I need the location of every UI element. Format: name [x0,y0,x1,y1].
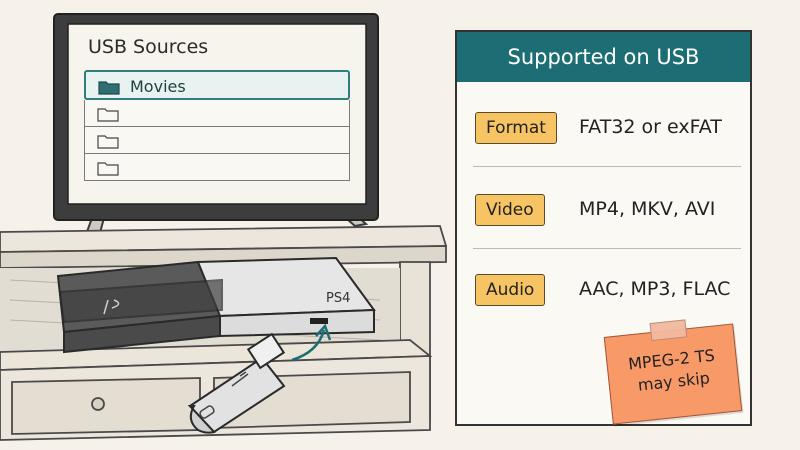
spec-tag: Audio [475,274,546,306]
tape [649,319,688,342]
spec-tag: Video [475,194,545,226]
spec-value: MP4, MKV, AVI [579,198,716,220]
folder-item-label: Movies [130,77,186,96]
tv-screen-ui: USB Sources Movies [72,26,368,202]
divider [473,248,741,249]
spec-row-video: Video MP4, MKV, AVI [475,190,737,230]
spec-row-audio: Audio AAC, MP3, FLAC [475,270,737,310]
folder-item-movies[interactable]: Movies [84,70,350,100]
folder-item[interactable] [84,100,350,127]
usb-stick [187,332,286,434]
divider [473,166,741,167]
sticky-note-text: MPEG-2 TS may skip [607,342,739,399]
spec-value: AAC, MP3, FLAC [579,278,731,300]
folder-list: Movies [84,70,350,181]
ps4-brand-text: PS4 [326,291,350,306]
folder-icon [97,162,119,176]
panel-header: Supported on USB [457,32,750,82]
spec-value: FAT32 or exFAT [579,116,722,138]
sticky-note: MPEG-2 TS may skip [603,319,743,425]
folder-icon [98,81,120,95]
spec-row-format: Format FAT32 or exFAT [475,108,737,148]
folder-item[interactable] [84,154,350,181]
usb-sources-title: USB Sources [88,36,209,58]
folder-item[interactable] [84,127,350,154]
spec-tag: Format [475,112,557,144]
insert-arrow [291,329,326,362]
folder-icon [97,108,119,122]
folder-icon [97,135,119,149]
ps4-console [56,256,376,354]
